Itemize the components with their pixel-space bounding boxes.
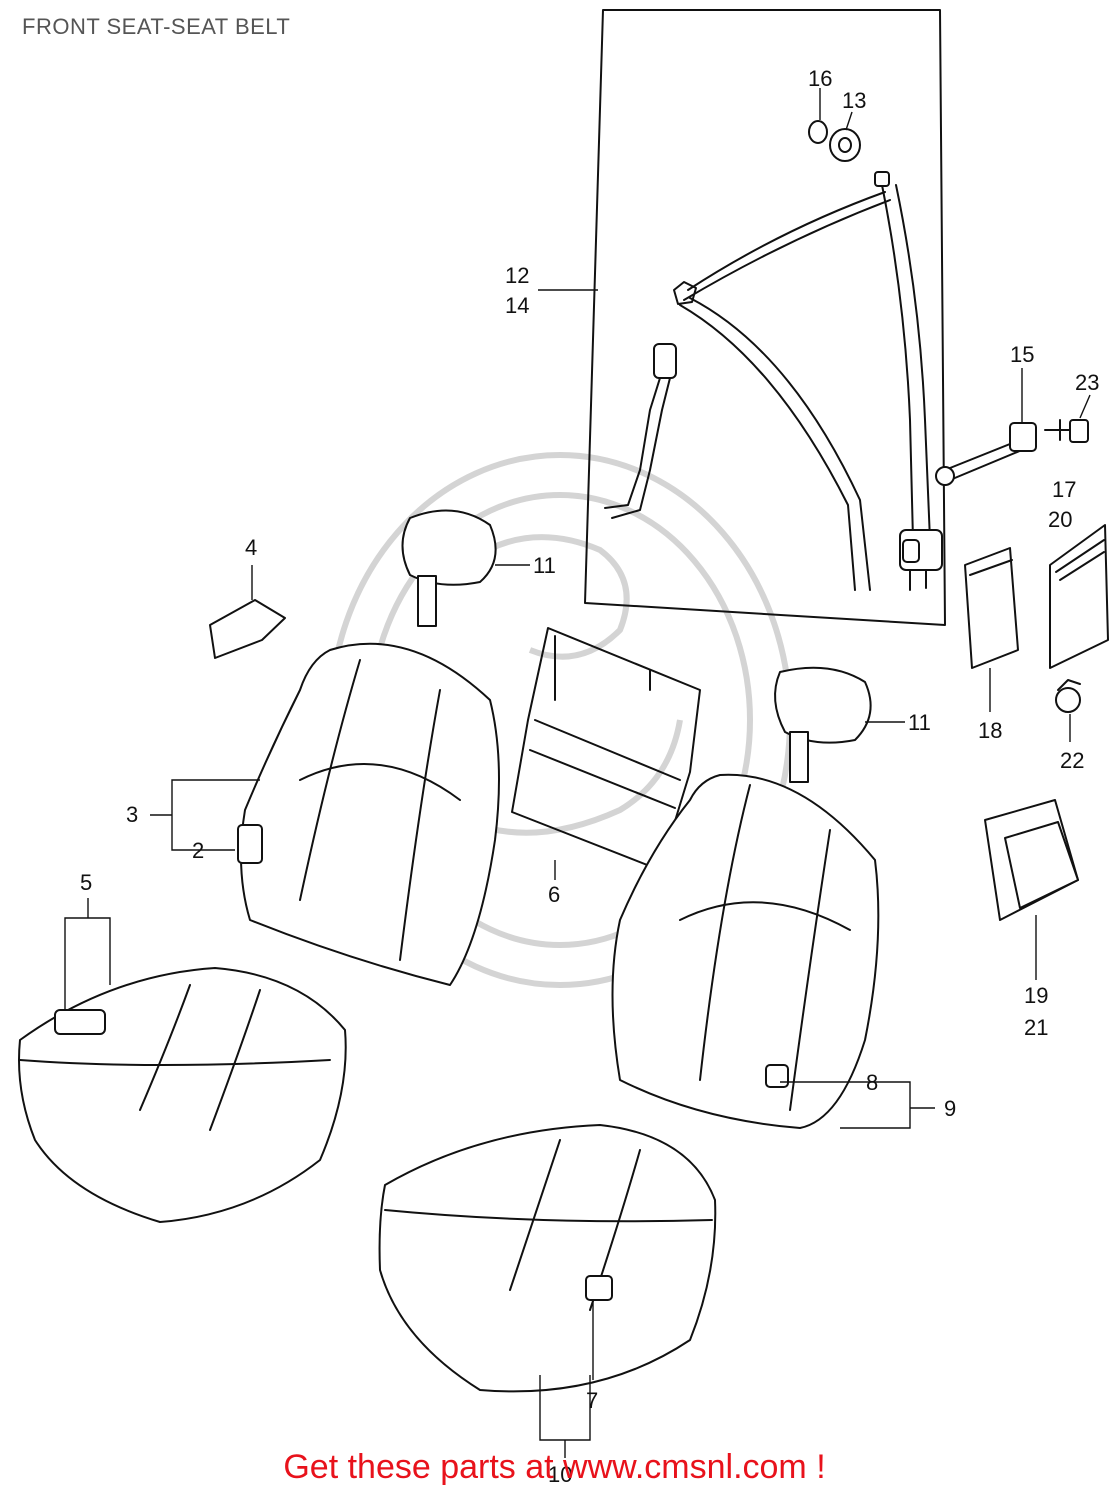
callout-3: 3 [126,802,138,827]
callout-2: 2 [192,838,204,863]
callout-labels: 16 13 12 14 15 23 17 20 4 11 11 18 22 3 … [80,66,1099,1487]
callout-19: 19 [1024,983,1048,1008]
callout-11-upper: 11 [533,553,556,578]
callout-6: 6 [548,882,560,907]
seat-cushion-left [18,967,347,1223]
seat-cushion-right [378,1124,717,1393]
callout-15: 15 [1010,342,1034,367]
footer-link[interactable]: Get these parts at www.cmsnl.com ! [283,1448,826,1486]
callout-4: 4 [245,535,257,560]
callout-12: 12 [505,263,529,288]
bolt-part [1044,419,1089,443]
callout-10: 10 [548,1462,572,1487]
callout-8: 8 [866,1070,878,1095]
seatback-left [237,642,500,986]
seatback-right [611,773,880,1129]
callout-22: 22 [1060,748,1084,773]
callout-5: 5 [80,870,92,895]
callout-13: 13 [842,88,866,113]
callout-14: 14 [505,293,529,318]
callout-17: 17 [1052,477,1076,502]
callout-20: 20 [1048,507,1072,532]
seat-belt-assembly [538,9,1037,626]
callout-11-lower: 11 [908,710,931,735]
callout-9: 9 [944,1096,956,1121]
callout-18: 18 [978,718,1002,743]
headrest-right [774,666,872,783]
callout-7: 7 [586,1388,598,1413]
trim-cover-parts [964,524,1109,921]
leader-lines [64,88,1091,1458]
recliner-knob [209,599,286,659]
callout-23: 23 [1075,370,1099,395]
callout-21: 21 [1024,1015,1048,1040]
callout-16: 16 [808,66,832,91]
headrest-left [401,509,497,627]
page-title: FRONT SEAT-SEAT BELT [22,14,291,39]
